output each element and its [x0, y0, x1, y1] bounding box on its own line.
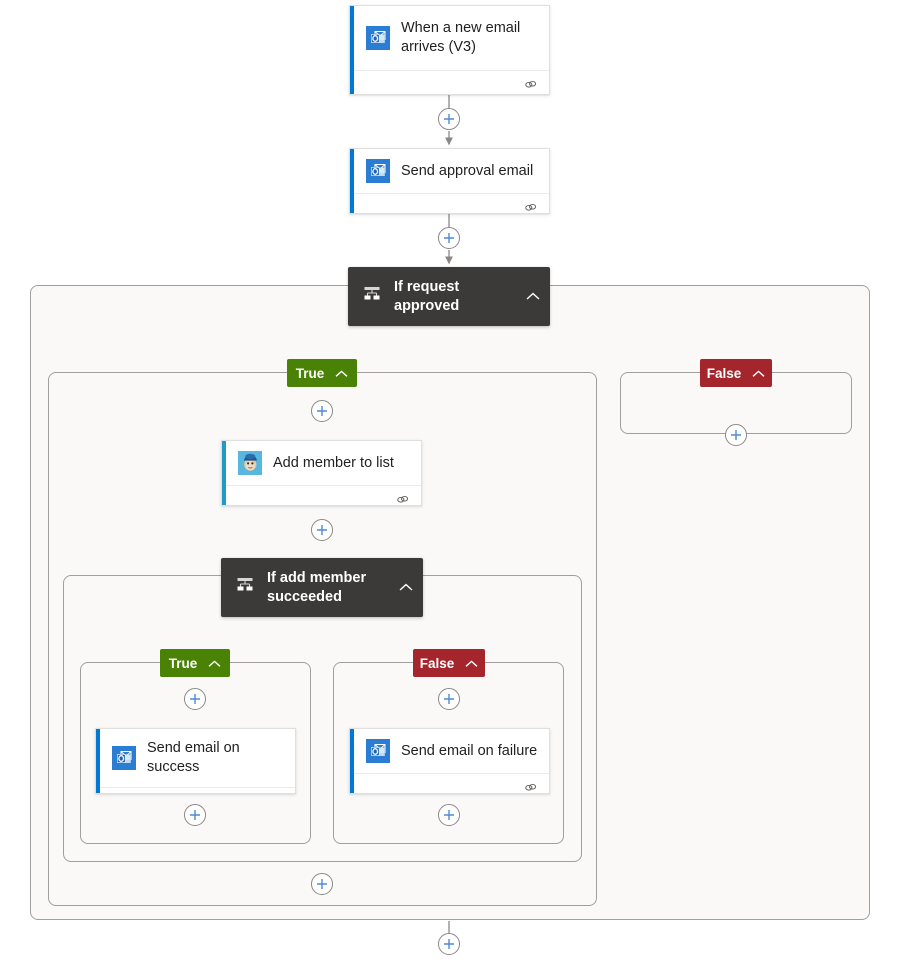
plus-icon: [444, 694, 454, 704]
chevron-up-icon[interactable]: [465, 656, 478, 671]
card-footer: [96, 787, 295, 793]
chevron-up-icon[interactable]: [335, 366, 348, 381]
branch-label: False: [419, 655, 455, 671]
condition-node-if-request-approved[interactable]: If request approved: [348, 267, 550, 326]
card-header: When a new email arrives (V3): [350, 6, 549, 70]
branch-badge-outer-true[interactable]: True: [287, 359, 357, 387]
branch-badge-inner-false[interactable]: False: [413, 649, 485, 677]
plus-icon: [444, 233, 454, 243]
plus-icon: [444, 939, 454, 949]
action-card-add-member-to-list[interactable]: Add member to list: [221, 440, 422, 506]
action-card-send-email-on-failure[interactable]: Send email on failure: [349, 728, 550, 794]
card-footer: [350, 70, 549, 94]
condition-branch-icon: [362, 284, 382, 309]
card-title: Send email on success: [147, 740, 240, 775]
add-step-button-inner-true-before-card[interactable]: [184, 688, 206, 710]
plus-icon: [444, 810, 454, 820]
card-accent-bar: [96, 729, 100, 793]
chevron-up-icon[interactable]: [526, 288, 540, 306]
card-accent-bar: [350, 729, 354, 793]
chevron-up-icon[interactable]: [752, 366, 765, 381]
outlook-icon: [366, 26, 390, 50]
plus-icon: [317, 525, 327, 535]
add-step-button-outer-true-bottom[interactable]: [311, 873, 333, 895]
action-card-trigger[interactable]: When a new email arrives (V3): [349, 5, 550, 95]
add-step-button-inner-true-after-card[interactable]: [184, 804, 206, 826]
chevron-up-icon[interactable]: [399, 579, 413, 597]
plus-icon: [731, 430, 741, 440]
card-title: When a new email arrives (V3): [401, 20, 521, 55]
card-footer: [350, 193, 549, 214]
plus-icon: [190, 810, 200, 820]
add-step-button-before-add-member[interactable]: [311, 400, 333, 422]
add-step-button-outer-false-branch[interactable]: [725, 424, 747, 446]
condition-node-if-add-member-succeeded[interactable]: If add member succeeded: [221, 558, 423, 617]
card-title: Add member to list: [273, 454, 394, 471]
branch-badge-outer-false[interactable]: False: [700, 359, 772, 387]
add-step-button-after-send-approval[interactable]: [438, 227, 460, 249]
add-step-button-after-add-member[interactable]: [311, 519, 333, 541]
connections-link-icon[interactable]: [395, 493, 410, 506]
outlook-icon: [112, 746, 136, 770]
connections-link-icon[interactable]: [523, 78, 538, 91]
chevron-up-icon[interactable]: [208, 656, 221, 671]
card-accent-bar: [350, 149, 354, 213]
card-header: Send email on failure: [350, 729, 549, 773]
branch-badge-inner-true[interactable]: True: [160, 649, 230, 677]
card-footer: [350, 773, 549, 794]
condition-branch-icon: [235, 575, 255, 600]
plus-icon: [444, 114, 454, 124]
card-accent-bar: [222, 441, 226, 505]
branch-label: True: [168, 655, 198, 671]
card-accent-bar: [350, 6, 354, 94]
plus-icon: [190, 694, 200, 704]
card-title: Send email on failure: [401, 742, 538, 759]
action-card-send-email-on-success[interactable]: Send email on success: [95, 728, 296, 794]
add-step-button-inner-false-before-card[interactable]: [438, 688, 460, 710]
plus-icon: [317, 406, 327, 416]
action-card-send-approval-email[interactable]: Send approval email: [349, 148, 550, 214]
outlook-icon: [366, 739, 390, 763]
card-footer: [222, 485, 421, 506]
plus-icon: [317, 879, 327, 889]
branch-label: True: [295, 365, 325, 381]
connections-link-icon[interactable]: [523, 201, 538, 214]
outlook-icon: [366, 159, 390, 183]
add-step-button-after-trigger[interactable]: [438, 108, 460, 130]
add-step-button-inner-false-after-card[interactable]: [438, 804, 460, 826]
connections-link-icon[interactable]: [523, 781, 538, 794]
card-header: Send approval email: [350, 149, 549, 193]
card-header: Send email on success: [96, 729, 295, 787]
condition-title: If add member succeeded: [267, 569, 367, 605]
card-header: Add member to list: [222, 441, 421, 485]
add-step-button-flow-end[interactable]: [438, 933, 460, 955]
mailchimp-icon: [238, 451, 262, 475]
condition-title: If request approved: [394, 278, 460, 314]
branch-label: False: [706, 365, 742, 381]
card-title: Send approval email: [401, 162, 534, 179]
